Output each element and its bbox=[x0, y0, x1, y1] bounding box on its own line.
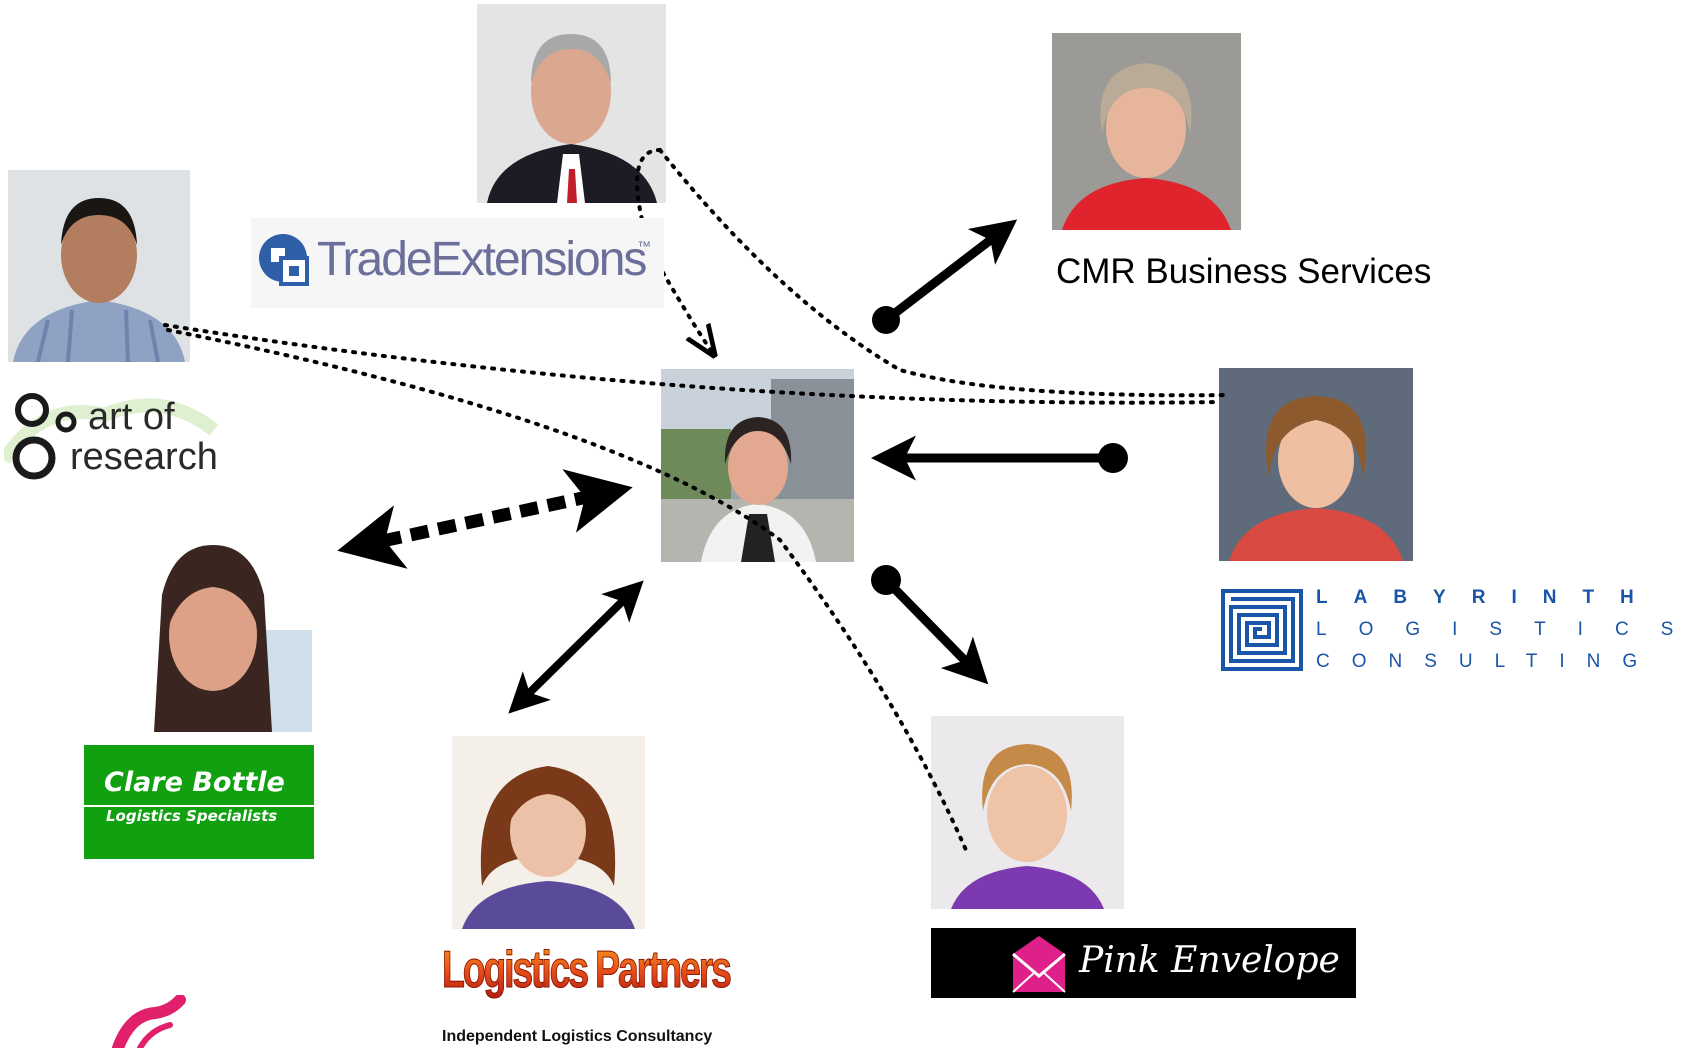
pink-envelope-text: Pink Envelope bbox=[1079, 940, 1340, 981]
labyrinth-logistics-logo: LABYRINTH LOGISTICS CONSULTING bbox=[1220, 585, 1696, 675]
solid-double-arrow-center-partners bbox=[508, 580, 644, 714]
partners-woman-photo bbox=[452, 736, 645, 929]
clare-bottle-subtitle: Logistics Specialists bbox=[106, 807, 278, 825]
art-of-research-logo: art of research bbox=[0, 380, 234, 490]
portrait-woman-short-blonde-hair-icon bbox=[931, 716, 1124, 909]
art-of-research-line1: art of bbox=[88, 396, 175, 438]
art-of-research-mark-icon bbox=[0, 393, 219, 480]
dashed-arrow-center-clare bbox=[337, 469, 633, 569]
portrait-woman-curly-red-hair-icon bbox=[452, 736, 645, 929]
portrait-woman-long-hair-icon bbox=[114, 535, 312, 732]
solid-arrow-center-to-pink bbox=[882, 576, 989, 685]
portrait-man-striped-shirt-icon bbox=[8, 170, 190, 362]
logistics-partners-subtitle: Independent Logistics Consultancy bbox=[442, 1028, 713, 1045]
pink-envelope-logo: Pink Envelope bbox=[931, 928, 1356, 998]
pink-woman-photo bbox=[931, 716, 1124, 909]
arrow-origin-dot-cmr bbox=[872, 306, 900, 334]
trade-extensions-tm: ™ bbox=[637, 238, 651, 254]
envelope-icon bbox=[1012, 936, 1066, 993]
logistics-partners-title: Logistics Partners bbox=[442, 941, 733, 1000]
trade-extensions-logo: TradeExtensions ™ bbox=[251, 218, 664, 308]
portrait-woman-dark-hair-icon bbox=[661, 369, 854, 562]
labyrinth-line1: LABYRINTH bbox=[1316, 587, 1660, 608]
center-person-photo bbox=[661, 369, 854, 562]
clare-woman-photo bbox=[114, 535, 312, 732]
solid-arrow-center-to-cmr bbox=[883, 219, 1018, 324]
logistics-partners-logo: Logistics Partners Independent Logistics… bbox=[440, 938, 750, 1048]
trade-extensions-text: TradeExtensions bbox=[317, 233, 647, 286]
art-of-research-line2: research bbox=[70, 436, 218, 478]
trade-extensions-mark-icon bbox=[251, 218, 664, 308]
top-man-photo bbox=[477, 4, 666, 203]
cmr-business-services-label: CMR Business Services bbox=[1056, 252, 1432, 291]
arrow-origin-dot-labyrinth bbox=[1098, 443, 1128, 473]
portrait-woman-grey-hair-icon bbox=[1052, 33, 1241, 230]
portrait-man-suit-icon bbox=[477, 4, 666, 203]
clare-bottle-title: Clare Bottle bbox=[104, 767, 285, 798]
left-man-photo bbox=[8, 170, 190, 362]
maze-icon bbox=[1221, 589, 1303, 671]
labyrinth-line3: CONSULTING bbox=[1316, 651, 1660, 672]
portrait-woman-curly-hair-icon bbox=[1219, 368, 1413, 561]
partial-pink-logo bbox=[110, 994, 190, 1048]
partial-swirl-icon bbox=[112, 994, 186, 1048]
arrow-origin-dot-pink bbox=[871, 565, 901, 595]
labyrinth-woman-photo bbox=[1219, 368, 1413, 561]
labyrinth-line2: LOGISTICS bbox=[1316, 619, 1696, 640]
clare-bottle-logo: Clare Bottle Logistics Specialists bbox=[84, 745, 314, 859]
cmr-woman-photo bbox=[1052, 33, 1241, 230]
